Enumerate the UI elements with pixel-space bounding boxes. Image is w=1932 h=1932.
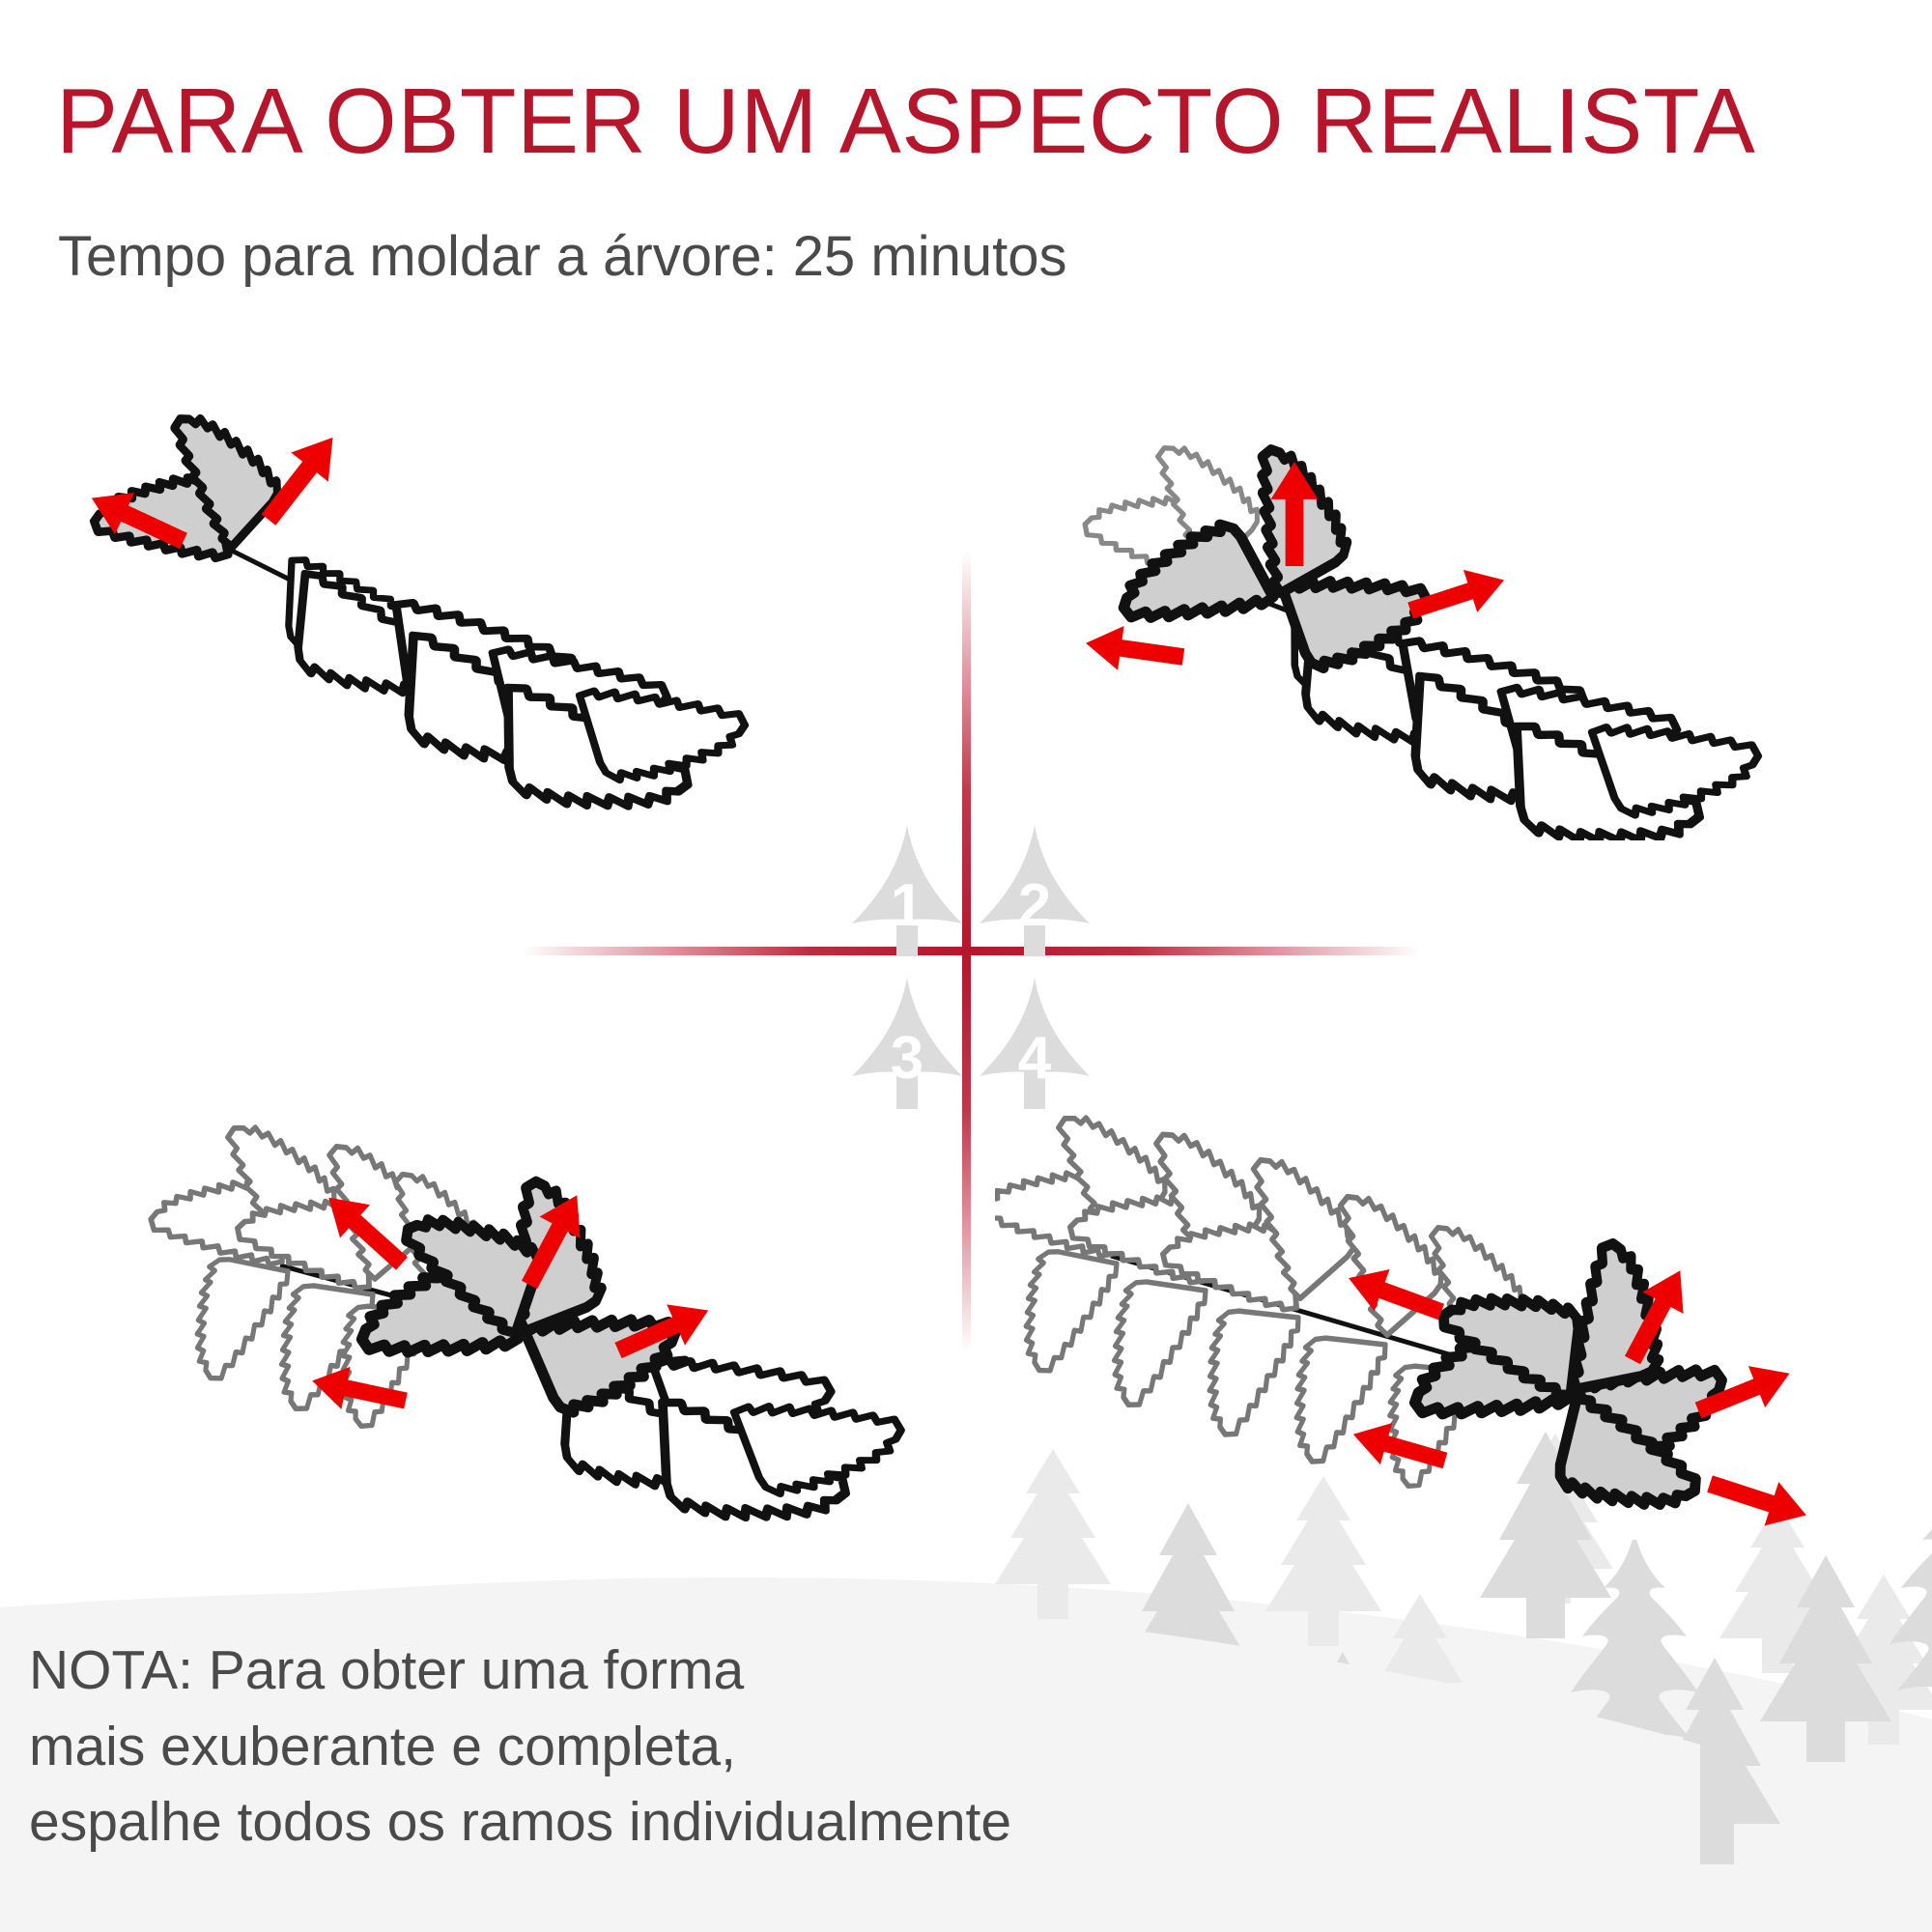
christmas-tree-icon [980,978,1090,1109]
branch-diagram-step-3 [116,1043,985,1546]
branch-diagram-step-1 [39,377,889,840]
branch-ghost-group [995,1101,1539,1492]
step-marker-4: 4 [976,976,1094,1111]
note-text: NOTA: Para obter uma forma mais exuberan… [29,1639,1012,1854]
page-title: PARA OBTER UM ASPECTO REALISTA [56,70,1756,173]
branch-shaping-diagram [995,1101,1814,1604]
crosshair-horizontal-line [522,947,1420,955]
branch-shaping-diagram [116,1043,985,1546]
christmas-tree-icon [852,825,962,956]
branch-unshaped-group [256,547,747,840]
branch-diagram-step-4 [995,1101,1903,1604]
branch-shaping-diagram [1005,357,1893,840]
christmas-tree-icon [852,978,962,1109]
arrow-left [1082,620,1187,679]
step-marker-2: 2 [976,823,1094,958]
christmas-tree-icon [980,825,1090,956]
page-subtitle: Tempo para moldar a árvore: 25 minutos [58,225,1067,288]
note-panel [0,1591,1700,1932]
branch-diagram-step-2 [1005,357,1893,840]
branch-shaping-diagram [81,377,889,840]
step-marker-1: 1 [848,823,966,958]
arrow-down-right [1702,1462,1814,1538]
branch-shaped-group [92,395,293,569]
